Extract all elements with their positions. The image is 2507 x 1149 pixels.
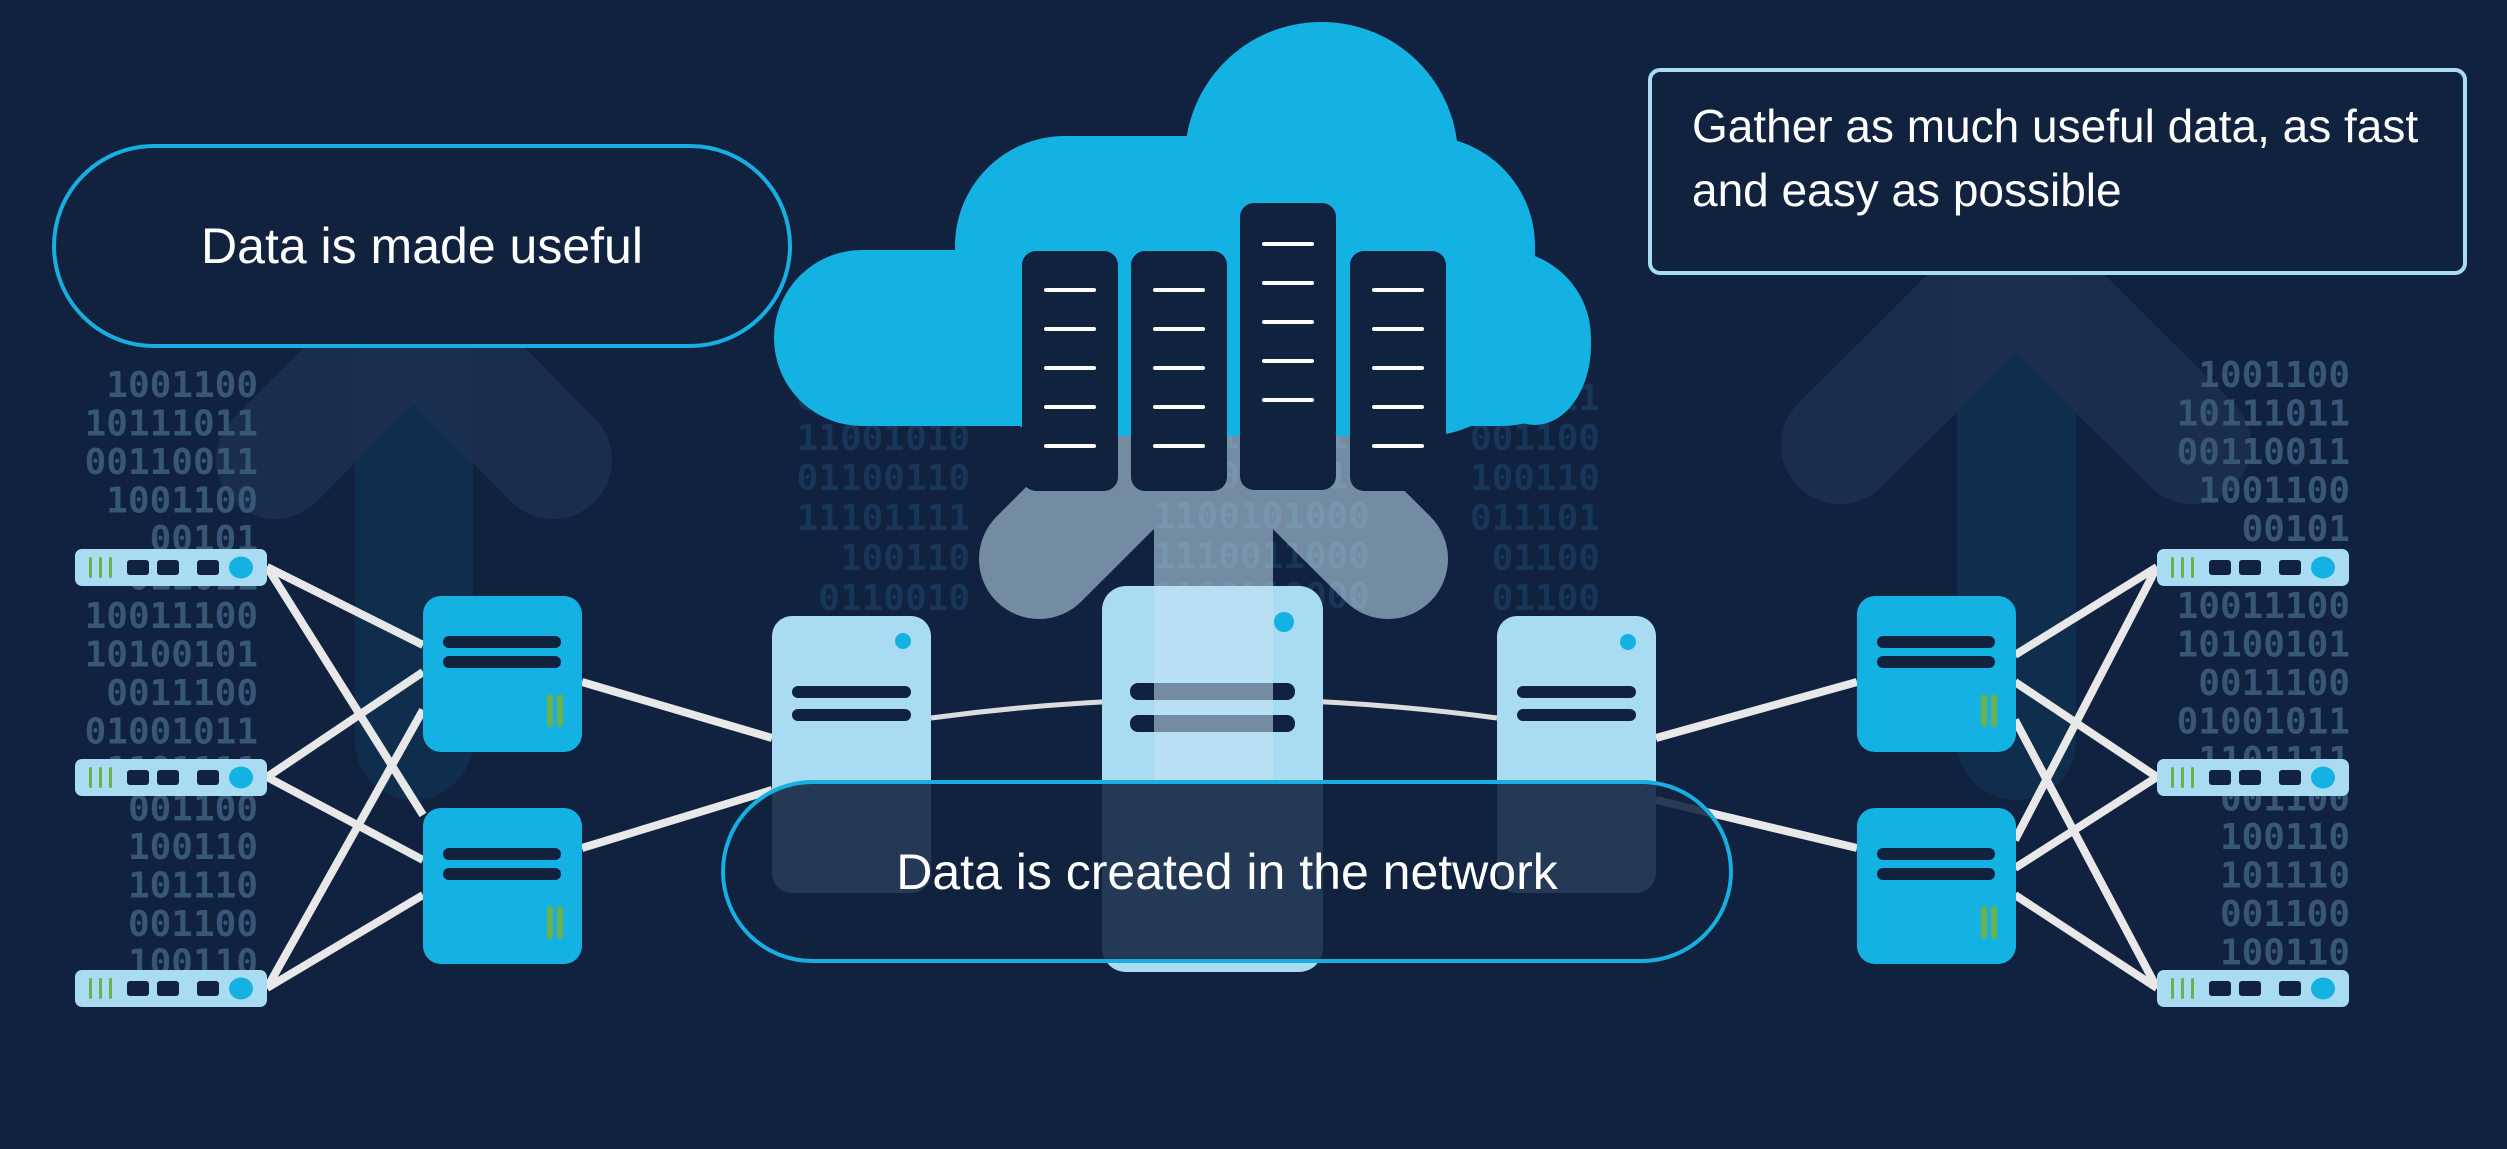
status-led-icon xyxy=(2311,556,2335,579)
status-led-icon xyxy=(229,766,253,789)
binary-line: 10100101 xyxy=(85,635,258,676)
port-icon xyxy=(2239,981,2261,996)
label-text: Data is made useful xyxy=(201,218,643,274)
edge-switch-left[interactable] xyxy=(75,759,267,796)
aggregation-switch-right[interactable] xyxy=(1857,808,2016,964)
binary-line: 100110 xyxy=(840,538,970,579)
port-icon xyxy=(197,981,219,996)
port-icon xyxy=(2279,981,2301,996)
binary-line: 01100110 xyxy=(797,458,970,499)
port-icon xyxy=(2209,560,2231,575)
label-text: Data is created in the network xyxy=(896,843,1558,900)
aggregation-switch-right[interactable] xyxy=(1857,596,2016,752)
status-led-icon xyxy=(1620,634,1636,650)
data-created-label: Data is created in the network xyxy=(721,780,1733,963)
port-icon xyxy=(127,560,149,575)
binary-line: 01001011 xyxy=(85,712,258,753)
port-icon xyxy=(2279,560,2301,575)
binary-line: 011101 xyxy=(1470,498,1600,539)
binary-line: 1001100 xyxy=(2198,355,2350,396)
status-led-icon xyxy=(229,977,253,1000)
edge-switch-right[interactable] xyxy=(2157,549,2349,586)
binary-line: 0011100 xyxy=(2198,663,2350,704)
port-icon xyxy=(197,770,219,785)
network-links xyxy=(263,563,2161,992)
status-led-icon xyxy=(229,556,253,579)
status-led-icon xyxy=(895,633,911,649)
server-rack-icon xyxy=(1240,203,1336,490)
binary-line: 10100101 xyxy=(2177,625,2350,666)
status-led-icon xyxy=(2311,766,2335,789)
server-rack-icon xyxy=(1350,251,1446,491)
binary-line: 100110 xyxy=(1470,458,1600,499)
binary-line: 10111011 xyxy=(2177,394,2350,435)
binary-line: 01100 xyxy=(1492,538,1600,579)
binary-line: 00101 xyxy=(2242,509,2350,550)
port-icon xyxy=(2239,770,2261,785)
port-icon xyxy=(127,981,149,996)
aggregation-switch-left[interactable] xyxy=(423,808,582,964)
binary-line: 1001100 xyxy=(2198,471,2350,512)
cloud-server-racks xyxy=(1022,203,1446,491)
binary-line: 10111011 xyxy=(85,404,258,445)
binary-stream-left: 1001100101110110011001110011000010101101… xyxy=(85,365,258,984)
port-icon xyxy=(2239,560,2261,575)
binary-line: 00110011 xyxy=(2177,432,2350,473)
binary-line: 1001100 xyxy=(106,481,258,522)
binary-line: 101110 xyxy=(128,866,258,907)
binary-line: 11101111 xyxy=(797,498,970,539)
binary-line: 10011100 xyxy=(2177,586,2350,627)
port-icon xyxy=(2209,981,2231,996)
status-led-icon xyxy=(1274,612,1294,632)
server-rack-icon xyxy=(1022,251,1118,491)
binary-line: 101110 xyxy=(2220,856,2350,897)
binary-line: 001100 xyxy=(2220,894,2350,935)
port-icon xyxy=(197,560,219,575)
port-icon xyxy=(157,981,179,996)
binary-line: 100110 xyxy=(128,827,258,868)
port-icon xyxy=(157,770,179,785)
edge-switch-right[interactable] xyxy=(2157,759,2349,796)
binary-line: 100110 xyxy=(2220,817,2350,858)
binary-line: 001100 xyxy=(128,904,258,945)
binary-line: 01100 xyxy=(1492,578,1600,619)
binary-line: 01001011 xyxy=(2177,702,2350,743)
binary-line: 100110 xyxy=(2220,933,2350,974)
goal-callout: Gather as much useful data, as fast and … xyxy=(1648,68,2467,275)
callout-text: Gather as much useful data, as fast and … xyxy=(1692,100,2419,216)
edge-switch-right[interactable] xyxy=(2157,970,2349,1007)
aggregation-switch-left[interactable] xyxy=(423,596,582,752)
port-icon xyxy=(2209,770,2231,785)
status-led-icon xyxy=(2311,977,2335,1000)
binary-line: 1001100 xyxy=(106,365,258,406)
binary-line: 0011100 xyxy=(106,673,258,714)
server-rack-icon xyxy=(1131,251,1227,491)
port-icon xyxy=(2279,770,2301,785)
port-icon xyxy=(127,770,149,785)
edge-switch-left[interactable] xyxy=(75,549,267,586)
data-made-useful-label: Data is made useful xyxy=(52,144,792,348)
binary-line: 10011100 xyxy=(85,596,258,637)
binary-line: 00110011 xyxy=(85,442,258,483)
port-icon xyxy=(157,560,179,575)
binary-line: 0110010 xyxy=(818,578,970,619)
edge-switch-left[interactable] xyxy=(75,970,267,1007)
